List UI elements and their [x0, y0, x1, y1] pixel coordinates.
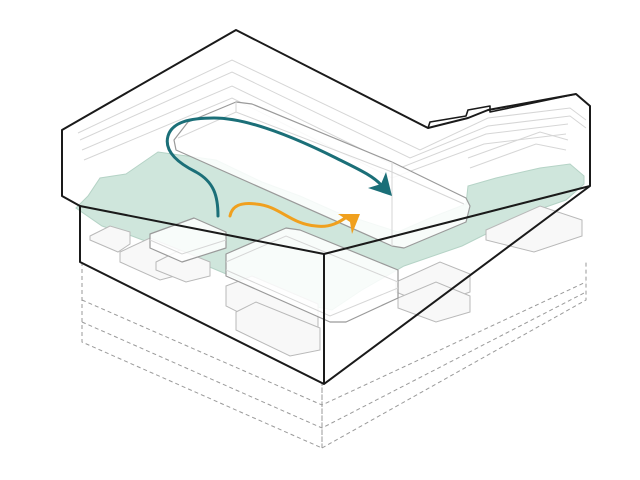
roof-notch	[427, 93, 577, 129]
upper-volume	[173, 101, 471, 249]
small-floor-volumes	[149, 217, 227, 263]
building-outline	[61, 29, 591, 385]
basement-dashed-outline	[81, 262, 587, 449]
lower-front-volume	[225, 227, 399, 323]
loop-arrow-icon	[165, 116, 392, 218]
curved-arrow-icon	[228, 202, 360, 234]
